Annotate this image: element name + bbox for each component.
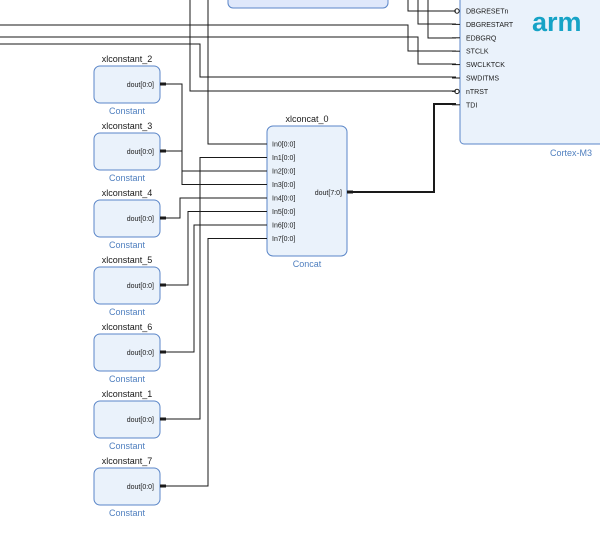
constant-type-label: Constant	[109, 374, 146, 384]
constant-block[interactable]: xlconstant_6 dout[0:0] Constant	[93, 322, 166, 384]
wire-concat-to-tdi	[348, 103, 456, 193]
constant-block[interactable]: xlconstant_5 dout[0:0] Constant	[93, 255, 166, 317]
constant-wire	[166, 238, 260, 487]
cortex-port-label: TDI	[466, 102, 477, 109]
cortex-port-label: STCLK	[466, 49, 489, 56]
constant-wire	[166, 197, 260, 219]
wire-top-to-edbgrq	[427, 0, 456, 39]
cortex-port-label: SWCLKTCK	[466, 62, 505, 69]
wire-to-ntrst	[189, 0, 456, 92]
concat-input-label: In6[0:0]	[272, 223, 295, 230]
constant-name: xlconstant_6	[102, 322, 153, 332]
wires	[0, 0, 456, 487]
concat-type-label: Concat	[293, 259, 322, 269]
wire-top-to-dbgrestart	[417, 0, 456, 25]
constant-name: xlconstant_5	[102, 255, 153, 265]
constant-block[interactable]: xlconstant_1 dout[0:0] Constant	[93, 389, 166, 451]
concat-input-label: In1[0:0]	[272, 155, 295, 162]
constant-port-label: dout[0:0]	[127, 149, 154, 156]
constant-block[interactable]: xlconstant_7 dout[0:0] Constant	[93, 456, 166, 518]
constant-wire	[166, 157, 260, 420]
constant-block[interactable]: xlconstant_2 dout[0:0] Constant	[93, 54, 166, 116]
constant-type-label: Constant	[109, 307, 146, 317]
arm-logo: arm	[532, 7, 582, 37]
cortex-port-label: EDBGRQ	[466, 35, 497, 42]
constant-type-label: Constant	[109, 441, 146, 451]
concat-input-label: In5[0:0]	[272, 209, 295, 216]
wire-top-to-dbgresetn	[407, 0, 456, 12]
constant-type-label: Constant	[109, 106, 146, 116]
constant-port-label: dout[0:0]	[127, 484, 154, 491]
constant-name: xlconstant_3	[102, 121, 153, 131]
constant-wire	[166, 224, 260, 353]
constant-wire	[166, 83, 260, 172]
concat-input-label: In3[0:0]	[272, 182, 295, 189]
wire-to-swclktck	[0, 36, 456, 65]
concat-name: xlconcat_0	[285, 114, 328, 124]
concat-input-label: In2[0:0]	[272, 169, 295, 176]
cortex-port-label: nTRST	[466, 89, 489, 96]
cortex-port-label: SWDITMS	[466, 76, 499, 83]
constant-port-label: dout[0:0]	[127, 216, 154, 223]
cortex-port-label: DBGRESETn	[466, 9, 509, 16]
constant-name: xlconstant_1	[102, 389, 153, 399]
concat-input-label: In7[0:0]	[272, 236, 295, 243]
constant-type-label: Constant	[109, 508, 146, 518]
constant-port-label: dout[0:0]	[127, 417, 154, 424]
wire-top-to-in0	[207, 0, 266, 145]
constant-block[interactable]: xlconstant_4 dout[0:0] Constant	[93, 188, 166, 250]
constant-type-label: Constant	[109, 240, 146, 250]
concat-input-label: In4[0:0]	[272, 196, 295, 203]
wire-to-swditms	[0, 43, 456, 78]
constant-block[interactable]: xlconstant_3 dout[0:0] Constant	[93, 121, 166, 183]
concat-block[interactable]: xlconcat_0 In0[0:0] In1[0:0] In2[0:0] In3[0…	[260, 114, 353, 269]
constant-wire	[166, 211, 260, 286]
wire-to-stclk	[0, 24, 456, 52]
constant-port-label: dout[0:0]	[127, 283, 154, 290]
constant-name: xlconstant_7	[102, 456, 153, 466]
partial-top-block[interactable]	[227, 0, 389, 9]
constant-type-label: Constant	[109, 173, 146, 183]
constant-name: xlconstant_2	[102, 54, 153, 64]
cortex-type-label: Cortex-M3	[550, 148, 592, 158]
constant-name: xlconstant_4	[102, 188, 153, 198]
constant-port-label: dout[0:0]	[127, 350, 154, 357]
constant-wire	[166, 150, 260, 185]
cortex-block-body[interactable]	[459, 0, 600, 145]
concat-output-label: dout[7:0]	[315, 190, 342, 197]
cortex-port-label: DBGRESTART	[466, 22, 514, 29]
constant-port-label: dout[0:0]	[127, 82, 154, 89]
concat-input-label: In0[0:0]	[272, 142, 295, 149]
